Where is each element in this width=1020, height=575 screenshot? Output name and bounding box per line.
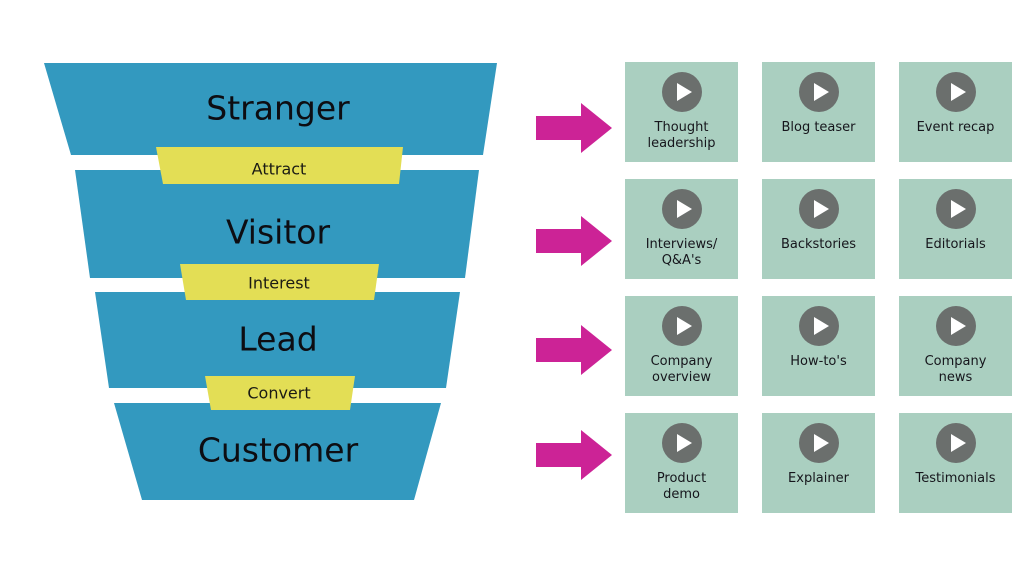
- content-card-how-tos[interactable]: How-to's: [762, 296, 875, 396]
- content-card-interviews-qa[interactable]: Interviews/ Q&A's: [625, 179, 738, 279]
- play-icon[interactable]: [798, 306, 839, 346]
- funnel-stage-visitor-shape: [75, 170, 479, 278]
- content-card-company-news[interactable]: Company news: [899, 296, 1012, 396]
- content-card-product-demo[interactable]: Product demo: [625, 413, 738, 513]
- play-icon[interactable]: [935, 72, 976, 112]
- content-card-company-overview[interactable]: Company overview: [625, 296, 738, 396]
- play-icon[interactable]: [798, 72, 839, 112]
- funnel-action-attract-label: Attract: [252, 160, 307, 179]
- funnel-action-interest[interactable]: Interest: [180, 264, 379, 300]
- funnel-stage-customer-label: Customer: [198, 431, 359, 470]
- content-card-label: Explainer: [788, 471, 849, 486]
- play-icon[interactable]: [935, 306, 976, 346]
- content-card-label: Company overview: [650, 354, 713, 386]
- funnel-action-convert[interactable]: Convert: [205, 376, 355, 410]
- play-icon[interactable]: [661, 72, 702, 112]
- content-card-label: Backstories: [780, 237, 857, 252]
- content-card-label: How-to's: [790, 354, 847, 369]
- arrow-row-3[interactable]: [536, 324, 612, 376]
- funnel-action-attract-shape: [156, 147, 403, 184]
- content-card-label: Interviews/ Q&A's: [645, 237, 718, 269]
- arrow-row-2[interactable]: [536, 215, 612, 267]
- funnel-stage-stranger[interactable]: Stranger: [44, 63, 497, 155]
- content-card-label: Editorials: [925, 237, 986, 252]
- play-icon[interactable]: [935, 189, 976, 229]
- play-icon[interactable]: [661, 423, 702, 463]
- funnel-diagram: Stranger Visitor Lead Customer Attract I…: [44, 63, 497, 500]
- play-icon[interactable]: [935, 423, 976, 463]
- content-card-event-recap[interactable]: Event recap: [899, 62, 1012, 162]
- play-icon[interactable]: [798, 189, 839, 229]
- content-card-backstories[interactable]: Backstories: [762, 179, 875, 279]
- content-card-testimonials[interactable]: Testimonials: [899, 413, 1012, 513]
- content-card-editorials[interactable]: Editorials: [899, 179, 1012, 279]
- content-card-label: Event recap: [916, 120, 995, 135]
- content-card-label: Testimonials: [915, 471, 996, 486]
- play-icon[interactable]: [798, 423, 839, 463]
- right-arrow-icon: [536, 103, 612, 153]
- content-card-explainer[interactable]: Explainer: [762, 413, 875, 513]
- funnel-action-convert-label: Convert: [247, 384, 310, 403]
- funnel-action-interest-label: Interest: [248, 274, 310, 293]
- funnel-action-convert-shape: [205, 376, 355, 410]
- funnel-stage-customer-shape: [114, 403, 441, 500]
- content-card-label: Company news: [924, 354, 987, 386]
- arrow-row-1[interactable]: [536, 102, 612, 154]
- play-icon[interactable]: [661, 189, 702, 229]
- content-card-label: Product demo: [656, 471, 707, 503]
- right-arrow-icon: [536, 325, 612, 375]
- right-arrow-icon: [536, 430, 612, 480]
- content-card-label: Blog teaser: [781, 120, 856, 135]
- funnel-stage-visitor[interactable]: Visitor: [75, 170, 479, 278]
- funnel-action-attract[interactable]: Attract: [156, 147, 403, 184]
- content-card-grid: Thought leadership Blog teaser Event rec…: [625, 62, 1012, 514]
- content-card-thought-leadership[interactable]: Thought leadership: [625, 62, 738, 162]
- content-card-blog-teaser[interactable]: Blog teaser: [762, 62, 875, 162]
- funnel-stage-lead-shape: [95, 292, 460, 388]
- funnel-stage-visitor-label: Visitor: [226, 213, 331, 252]
- content-card-label: Thought leadership: [647, 120, 716, 152]
- funnel-action-interest-shape: [180, 264, 379, 300]
- funnel-stage-stranger-label: Stranger: [206, 89, 350, 128]
- right-arrow-icon: [536, 216, 612, 266]
- funnel-stage-lead[interactable]: Lead: [95, 292, 460, 388]
- play-icon[interactable]: [661, 306, 702, 346]
- funnel-stage-stranger-shape: [44, 63, 497, 155]
- funnel-stage-customer[interactable]: Customer: [114, 403, 441, 500]
- arrow-row-4[interactable]: [536, 429, 612, 481]
- funnel-stage-lead-label: Lead: [238, 320, 317, 359]
